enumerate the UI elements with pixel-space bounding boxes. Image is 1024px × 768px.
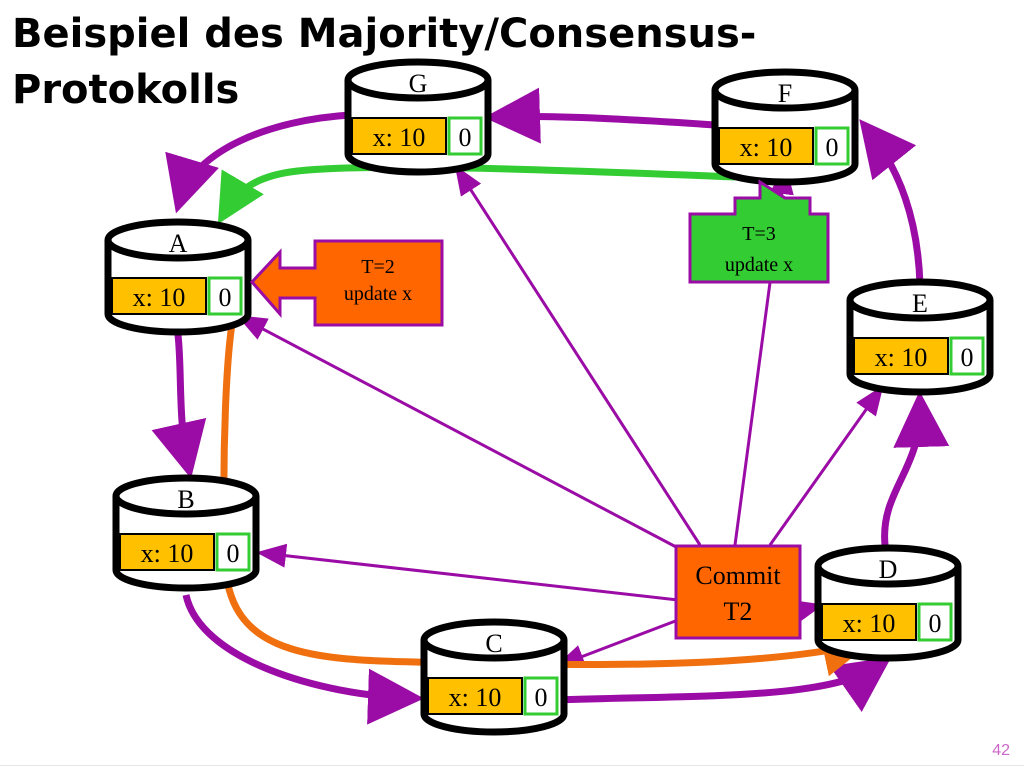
value-box: [853, 337, 949, 375]
timestamp-box: [949, 336, 985, 376]
slide-title: Beispiel des Majority/Consensus- Protoko…: [12, 6, 1012, 118]
timestamp-text: 0: [826, 133, 839, 162]
commit-line-2: T2: [724, 597, 753, 626]
node-cylinder-top: [420, 618, 568, 662]
ring-edge-g-a: [165, 111, 351, 214]
timestamp-box: [523, 676, 559, 716]
node-cylinder-top: [104, 218, 252, 262]
value-text: x: 10: [875, 343, 928, 372]
value-text: x: 10: [373, 123, 426, 152]
node-label: C: [485, 629, 502, 658]
t2-update-label: T=2 update x: [249, 239, 444, 327]
node-cylinder-top: [846, 278, 994, 322]
node-label: A: [169, 229, 188, 258]
t3-update-arrow: [217, 163, 736, 225]
ring-edge-b-c: [182, 594, 424, 725]
ring-edge-d-e: [881, 391, 950, 546]
node-label: B: [177, 485, 194, 514]
timestamp-text: 0: [219, 283, 232, 312]
value-box: [351, 117, 447, 155]
node-d: Dx: 10 0: [814, 544, 962, 662]
node-label: G: [409, 69, 428, 98]
node-f: Fx: 10 0: [711, 68, 859, 186]
t2-label-line-2: update x: [344, 283, 412, 305]
value-text: x: 10: [141, 539, 194, 568]
timestamp-text: 0: [459, 123, 472, 152]
node-label: F: [778, 79, 792, 108]
value-box: [821, 603, 917, 641]
value-text: x: 10: [843, 609, 896, 638]
node-g: Gx: 10 0: [344, 58, 492, 176]
ring-edge-f-g: [484, 87, 716, 144]
ring-edge-e-f: [859, 119, 924, 286]
page-number: 42: [992, 742, 1010, 759]
node-c: Cx: 10 0: [420, 618, 568, 736]
commit-edge-e: [768, 385, 884, 546]
timestamp-text: 0: [929, 609, 942, 638]
value-box: [119, 533, 215, 571]
timestamp-text: 0: [535, 683, 548, 712]
commit-edge-a: [236, 315, 679, 550]
timestamp-text: 0: [961, 343, 974, 372]
node-cylinder-top: [112, 474, 260, 518]
t2-label-line-1: T=2: [361, 256, 395, 278]
node-e: Ex: 10 0: [846, 278, 994, 396]
node-label: E: [912, 289, 928, 318]
title-line-2: Protokolls: [12, 67, 240, 113]
footer-rule: [0, 765, 1024, 766]
t3-label-line-1: T=3: [742, 223, 776, 245]
ring-edge-a-b: [151, 334, 207, 479]
value-text: x: 10: [133, 283, 186, 312]
node-cylinder-top: [711, 68, 859, 112]
value-box: [427, 677, 523, 715]
timestamp-box: [207, 276, 243, 316]
timestamp-box: [814, 126, 850, 166]
value-text: x: 10: [740, 133, 793, 162]
node-b: Bx: 10 0: [112, 474, 260, 592]
commit-edge-g: [454, 164, 702, 546]
value-box: [111, 277, 207, 315]
ring-edge-c-d: [554, 656, 892, 713]
node-a: Ax: 10 0: [104, 218, 252, 336]
value-box: [718, 127, 814, 165]
t3-update-label: T=3 update x: [688, 179, 830, 284]
timestamp-box: [917, 602, 953, 642]
commit-line-1: Commit: [695, 561, 781, 590]
commit-edge-b: [256, 543, 679, 602]
title-line-1: Beispiel des Majority/Consensus-: [12, 11, 757, 57]
t2-label-shape: [249, 239, 444, 327]
ring-edges: [151, 87, 950, 725]
t2-update-arrow: [220, 296, 872, 677]
timestamp-box: [447, 116, 483, 156]
node-cylinder-top: [814, 544, 962, 588]
node-label: D: [879, 555, 898, 584]
t3-label-shape: [688, 179, 830, 284]
t3-label-line-2: update x: [725, 254, 793, 276]
commit-box-shape: [674, 544, 802, 640]
node-cylinder-top: [344, 58, 492, 102]
value-text: x: 10: [449, 683, 502, 712]
timestamp-text: 0: [227, 539, 240, 568]
commit-box: Commit T2: [674, 544, 802, 640]
commit-edge-c: [554, 618, 679, 668]
timestamp-box: [215, 532, 251, 572]
